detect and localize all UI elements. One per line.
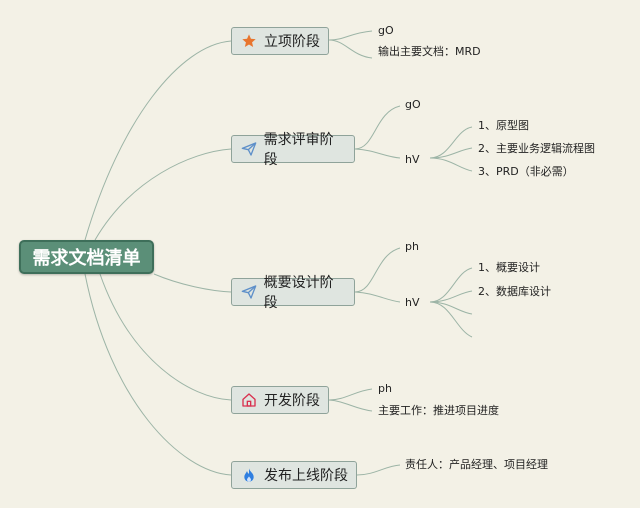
paper-plane-icon [240,140,258,158]
stage-node-2[interactable]: 需求评审阶段 [231,132,355,168]
link-s1-a [328,30,373,41]
link-root-stage-1 [84,40,232,241]
stage-2-subitem-1: 1、原型图 [478,119,529,132]
link-s3-b-1 [429,267,473,303]
root-label: 需求文档清单 [32,248,141,269]
stage-2-subitem-3: 3、PRD（非必需） [478,165,574,178]
stage-label-5: 发布上线阶段 [264,468,348,484]
link-root-stage-5 [84,273,232,476]
house-icon [240,391,258,409]
flame-icon [240,466,258,484]
link-root-stage-4 [99,273,232,401]
stage-label-3: 概要设计阶段 [263,275,334,311]
stage-2-subitem-2: 2、主要业务逻辑流程图 [478,142,595,155]
link-s2-a [354,105,401,150]
stage-label-4: 开发阶段 [264,393,320,409]
stage-2-item-2: hV [405,153,420,166]
link-s4-b [328,399,373,412]
star-icon [240,32,258,50]
stage-5-item-1: 责任人：产品经理、项目经理 [405,458,548,471]
stage-1-item-1: gO [378,24,394,37]
root-node[interactable]: 需求文档清单 [19,240,154,274]
stage-2-item-1: gO [405,98,421,111]
stage-node-3[interactable]: 概要设计阶段 [231,275,355,311]
stage-4-item-2: 主要工作：推进项目进度 [378,404,499,417]
stage-node-1[interactable]: 立项阶段 [231,27,329,55]
stage-1-item-2: 输出主要文档：MRD [378,45,481,58]
link-s3-b-2 [429,290,473,303]
link-s3-b-3 [429,301,473,315]
link-s5-a [356,464,401,476]
link-s3-b-4 [429,301,473,338]
link-s2-b-1 [429,126,473,159]
stage-node-5[interactable]: 发布上线阶段 [231,461,357,489]
stage-label-2: 需求评审阶段 [263,132,334,168]
link-s2-b-3 [429,157,473,172]
stage-4-item-1: ph [378,382,392,395]
paper-plane-icon [240,283,258,301]
stage-3-item-2: hV [405,296,420,309]
stage-label-1: 立项阶段 [264,34,320,50]
stage-3-subitem-1: 1、概要设计 [478,261,540,274]
link-s4-a [328,388,373,401]
link-s1-b [328,39,373,59]
stage-3-item-1: ph [405,240,419,253]
link-root-stage-2 [94,148,232,241]
link-s2-b [354,148,401,159]
link-s3-b [354,291,401,303]
stage-3-subitem-2: 2、数据库设计 [478,285,551,298]
link-root-stage-3 [153,273,232,293]
link-s3-a [354,247,401,293]
stage-node-4[interactable]: 开发阶段 [231,386,329,414]
